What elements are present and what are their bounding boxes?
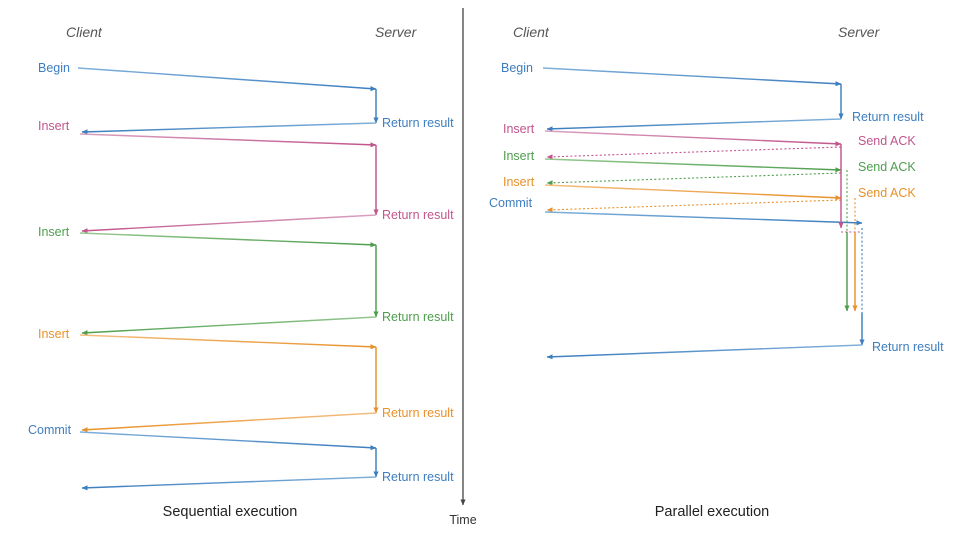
label-parallel-insert-3: Insert bbox=[503, 175, 535, 189]
time-axis: Time bbox=[449, 8, 477, 527]
arrow-sequential-insert3-request bbox=[79, 334, 377, 350]
label-sequential-return-4: Return result bbox=[382, 406, 454, 420]
label-sequential-insert-1: Insert bbox=[38, 119, 70, 133]
label-parallel-return-2: Return result bbox=[872, 340, 944, 354]
label-parallel-begin: Begin bbox=[501, 61, 533, 75]
caption-parallel: Parallel execution bbox=[655, 504, 769, 520]
arrow-sequential-insert1-response bbox=[81, 214, 377, 234]
arrow-sequential-commit-response bbox=[81, 476, 377, 491]
arrow-sequential-begin-response bbox=[81, 122, 377, 135]
label-sequential-return-2: Return result bbox=[382, 208, 454, 222]
arrow-parallel-insert1-ack bbox=[546, 146, 842, 160]
label-sequential-insert-2: Insert bbox=[38, 225, 70, 239]
label-parallel-commit: Commit bbox=[489, 196, 533, 210]
arrow-sequential-commit-request bbox=[79, 431, 377, 451]
caption-sequential: Sequential execution bbox=[163, 504, 298, 520]
label-parallel-ack-1: Send ACK bbox=[858, 134, 916, 148]
parallel-client-actor: Client bbox=[513, 24, 550, 40]
arrow-parallel-commit-response bbox=[546, 344, 863, 360]
label-parallel-insert-1: Insert bbox=[503, 122, 535, 136]
arrow-parallel-insert3-ack bbox=[546, 199, 842, 213]
label-sequential-return-3: Return result bbox=[382, 310, 454, 324]
label-parallel-ack-2: Send ACK bbox=[858, 160, 916, 174]
arrow-parallel-commit-request bbox=[544, 211, 863, 226]
sequential-server-actor: Server bbox=[375, 24, 418, 40]
arrow-parallel-begin-response bbox=[546, 118, 842, 132]
arrow-sequential-begin-request bbox=[77, 67, 377, 92]
label-sequential-return-5: Return result bbox=[382, 470, 454, 484]
label-sequential-commit: Commit bbox=[28, 423, 72, 437]
arrow-sequential-insert3-response bbox=[81, 412, 377, 433]
arrow-sequential-insert1-request bbox=[79, 133, 377, 148]
arrow-sequential-insert2-response bbox=[81, 316, 377, 336]
label-sequential-insert-3: Insert bbox=[38, 327, 70, 341]
label-parallel-ack-3: Send ACK bbox=[858, 186, 916, 200]
label-sequential-begin: Begin bbox=[38, 61, 70, 75]
arrow-sequential-insert2-request bbox=[79, 232, 377, 248]
parallel-server-actor: Server bbox=[838, 24, 881, 40]
label-parallel-insert-2: Insert bbox=[503, 149, 535, 163]
arrow-parallel-insert2-ack bbox=[546, 172, 842, 186]
sequential-client-actor: Client bbox=[66, 24, 103, 40]
time-axis-label: Time bbox=[449, 513, 476, 527]
label-sequential-return-1: Return result bbox=[382, 116, 454, 130]
arrow-parallel-begin-request bbox=[542, 67, 842, 87]
arrow-parallel-insert1-request bbox=[544, 130, 842, 147]
arrow-parallel-insert2-request bbox=[544, 158, 842, 173]
arrow-parallel-insert3-request bbox=[544, 184, 842, 201]
label-parallel-return-1: Return result bbox=[852, 110, 924, 124]
